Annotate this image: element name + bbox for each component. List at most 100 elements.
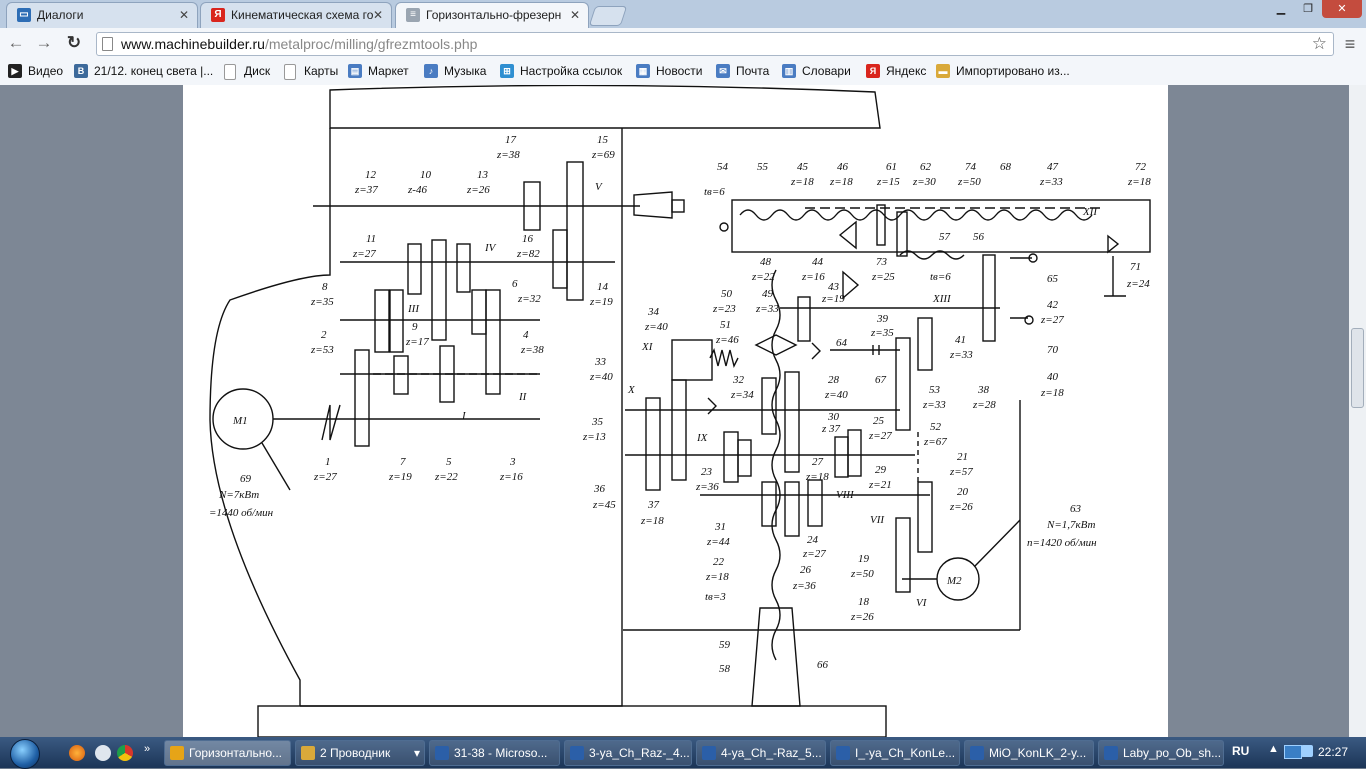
close-icon[interactable]: ✕: [569, 8, 580, 22]
language-indicator[interactable]: RU: [1232, 744, 1250, 758]
task-chrome[interactable]: Горизонтально...: [164, 740, 291, 766]
gear-61: [876, 204, 886, 246]
bookmark-dictionaries[interactable]: ▥Словари: [782, 62, 851, 80]
page-scrollbar[interactable]: [1349, 85, 1366, 737]
new-tab-button[interactable]: [588, 6, 628, 26]
close-icon[interactable]: ✕: [372, 8, 383, 22]
tab-kinematic-scheme[interactable]: Я Кинематическая схема го ✕: [200, 2, 392, 28]
bookmark-market[interactable]: ▤Маркет: [348, 62, 409, 80]
bookmark-disk[interactable]: Диск: [224, 62, 270, 80]
diagram-label: 33: [594, 356, 607, 368]
address-bar[interactable]: www.machinebuilder.ru/metalproc/milling/…: [96, 32, 1334, 56]
diagram-label: 22: [713, 556, 725, 568]
clutch-64: [811, 342, 821, 360]
diagram-label: 68: [1000, 161, 1012, 173]
task-label: MiO_KonLK_2-y...: [989, 746, 1087, 760]
close-icon[interactable]: ✕: [178, 8, 189, 22]
diagram-label: 58: [719, 663, 731, 675]
tab-strip: ▭ Диалоги ✕ Я Кинематическая схема го ✕ …: [0, 0, 1366, 29]
word-icon: [836, 746, 850, 760]
close-window-icon[interactable]: ✕: [1322, 0, 1362, 18]
bookmark-link-settings[interactable]: ⊞Настройка ссылок: [500, 62, 622, 80]
diagram-label: 45: [797, 161, 809, 173]
bookmark-mail[interactable]: ✉Почта: [716, 62, 769, 80]
url-text[interactable]: www.machinebuilder.ru/metalproc/milling/…: [121, 36, 477, 52]
diagram-label: z=40: [644, 321, 668, 333]
scrollbar-thumb[interactable]: [1351, 328, 1364, 408]
word-icon: [970, 746, 984, 760]
diagram-label: z=13: [582, 431, 606, 443]
reload-button[interactable]: ↻: [66, 33, 82, 52]
more-icon[interactable]: »: [144, 743, 151, 755]
mail-icon: ✉: [716, 64, 730, 78]
bookmark-label: Музыка: [444, 64, 487, 78]
bevel-gear-45: [838, 220, 857, 250]
minimize-icon[interactable]: ▁: [1276, 3, 1286, 15]
column-outline: [209, 128, 331, 706]
table-outline: [731, 199, 1151, 253]
clutch-x: [707, 397, 717, 415]
diagram-label: 69: [240, 473, 252, 485]
task-word-3[interactable]: 4-ya_Ch_-Raz_5...: [696, 740, 826, 766]
diagram-label: z=46: [715, 334, 739, 346]
task-label: 4-ya_Ch_-Raz_5...: [721, 746, 822, 760]
bookmark-music[interactable]: ♪Музыка: [424, 62, 486, 80]
motor-m1-label: M1: [232, 415, 248, 427]
diagram-label: 67: [875, 374, 887, 386]
diagram-label: 1: [325, 456, 331, 468]
start-button[interactable]: [10, 739, 40, 769]
diagram-label: tв=6: [704, 186, 725, 198]
firefox-icon[interactable]: [69, 745, 85, 761]
chrome-icon[interactable]: [117, 745, 133, 761]
kinematic-diagram: 17z=3815z=6912z=3710z-4613z=2611z=2716z=…: [209, 85, 1151, 737]
diagram-label: 55: [757, 161, 769, 173]
chevron-down-icon: ▾: [413, 746, 420, 760]
clock[interactable]: 22:27: [1318, 745, 1349, 759]
bookmark-maps[interactable]: Карты: [284, 62, 338, 80]
diagram-label: z=33: [1039, 176, 1063, 188]
network-icon[interactable]: [1284, 745, 1302, 759]
menu-icon[interactable]: ≡: [1344, 34, 1356, 54]
diagram-label: 56: [973, 231, 985, 243]
bookmark-star-icon[interactable]: ☆: [1311, 34, 1327, 53]
url-host: www.machinebuilder.ru: [121, 36, 265, 52]
task-word-4[interactable]: I_-ya_Ch_KonLe...: [830, 740, 960, 766]
diagram-label: 35: [591, 416, 604, 428]
tray-expand-icon[interactable]: ▲: [1268, 743, 1279, 755]
diagram-label: z=18: [640, 515, 664, 527]
gear-20-21: [917, 481, 933, 553]
diagram-label: 20: [957, 486, 969, 498]
bookmark-news[interactable]: ▦Новости: [636, 62, 702, 80]
diagram-label: z=33: [949, 349, 973, 361]
task-explorer[interactable]: 2 Проводник▾: [295, 740, 425, 766]
back-button[interactable]: ←: [7, 33, 25, 52]
gear-icon[interactable]: [95, 745, 111, 761]
restore-icon[interactable]: ❐: [1303, 3, 1313, 15]
bookmark-label: 21/12. конец света |...: [94, 64, 214, 78]
task-word-1[interactable]: 31-38 - Microso...: [429, 740, 560, 766]
diagram-label: 36: [593, 483, 606, 495]
diagram-label: z=18: [1127, 176, 1151, 188]
task-word-5[interactable]: MiO_KonLK_2-y...: [964, 740, 1094, 766]
shaft-label-VII: VII: [870, 514, 885, 526]
diagram-label: z=18: [829, 176, 853, 188]
diagram-label: 37: [647, 499, 660, 511]
bookmark-label: Диск: [244, 64, 271, 78]
task-word-6[interactable]: Laby_po_Ob_sh...: [1098, 740, 1224, 766]
diagram-label: z=33: [922, 399, 946, 411]
diagram-label: 74: [965, 161, 977, 173]
tab-horizontal-milling[interactable]: ≡ Горизонтально-фрезерн ✕: [395, 2, 589, 29]
diagram-label: z=19: [388, 471, 412, 483]
bookmark-imported[interactable]: ▬Импортировано из...: [936, 62, 1070, 80]
diagram-label: z-46: [407, 184, 427, 196]
volume-icon[interactable]: [1301, 745, 1313, 757]
forward-button[interactable]: →: [35, 33, 53, 52]
diagram-label: 65: [1047, 273, 1059, 285]
tab-dialogs[interactable]: ▭ Диалоги ✕: [6, 2, 198, 28]
task-label: Laby_po_Ob_sh...: [1123, 746, 1222, 760]
gear-31: [737, 439, 752, 477]
bookmark-video[interactable]: ▶Видео: [8, 62, 63, 80]
task-word-2[interactable]: 3-ya_Ch_Raz-_4...: [564, 740, 692, 766]
